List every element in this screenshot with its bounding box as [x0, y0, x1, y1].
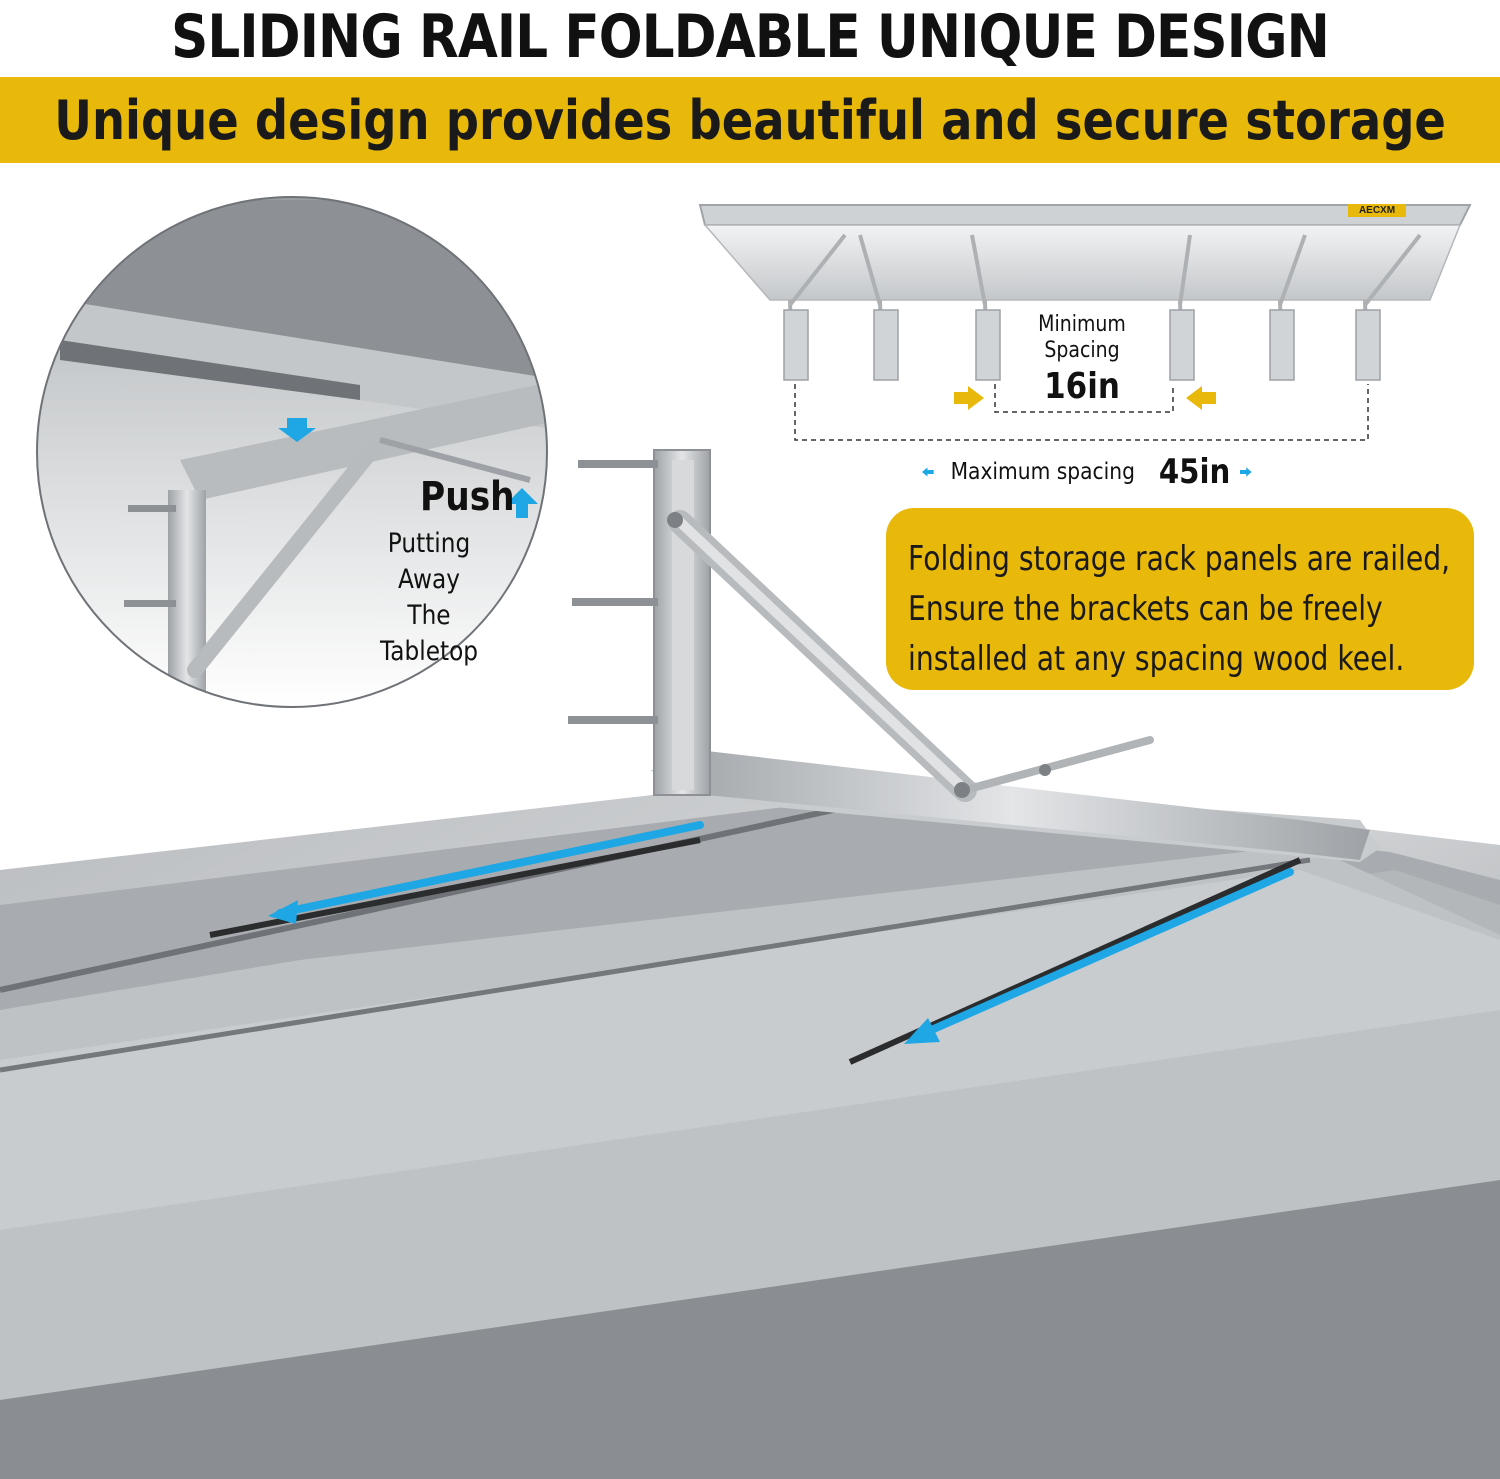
folding-bracket [568, 449, 1380, 862]
callout-line2: Ensure the brackets can be freely [908, 589, 1383, 629]
feature-callout: Folding storage rack panels are railed, … [886, 508, 1474, 690]
arrow-left-icon [922, 467, 934, 477]
callout-line3: installed at any spacing wood keel. [908, 639, 1405, 679]
push-caption-line2: The Tabletop [379, 600, 479, 667]
subtitle-banner: Unique design provides beautiful and sec… [0, 77, 1500, 163]
detail-circle [36, 196, 548, 708]
arrow-right-icon [1240, 467, 1252, 477]
maximum-spacing-label: Maximum spacing [950, 459, 1135, 485]
push-caption-line1: Putting Away [387, 528, 471, 595]
tabletop [0, 770, 1500, 1479]
subtitle-text: Unique design provides beautiful and sec… [54, 88, 1446, 152]
callout-line1: Folding storage rack panels are railed, [908, 539, 1451, 579]
maximum-spacing-value: 45in [1158, 452, 1231, 492]
spacing-diagram [698, 204, 1472, 441]
push-label: Push [420, 474, 515, 520]
brand-logo: AECXM [1348, 204, 1406, 217]
minimum-spacing-line2: Spacing [1044, 338, 1120, 363]
minimum-spacing-line1: Minimum [1038, 312, 1126, 337]
minimum-spacing-value: 16in [1044, 366, 1120, 407]
maximum-spacing-row: Maximum spacing 45in [922, 452, 1252, 492]
page-title: SLIDING RAIL FOLDABLE UNIQUE DESIGN [171, 2, 1330, 72]
shelf-illustration [0, 196, 1500, 1479]
minimum-spacing-label: Minimum Spacing [1029, 312, 1136, 364]
push-caption: Putting Away The Tabletop [365, 526, 494, 670]
